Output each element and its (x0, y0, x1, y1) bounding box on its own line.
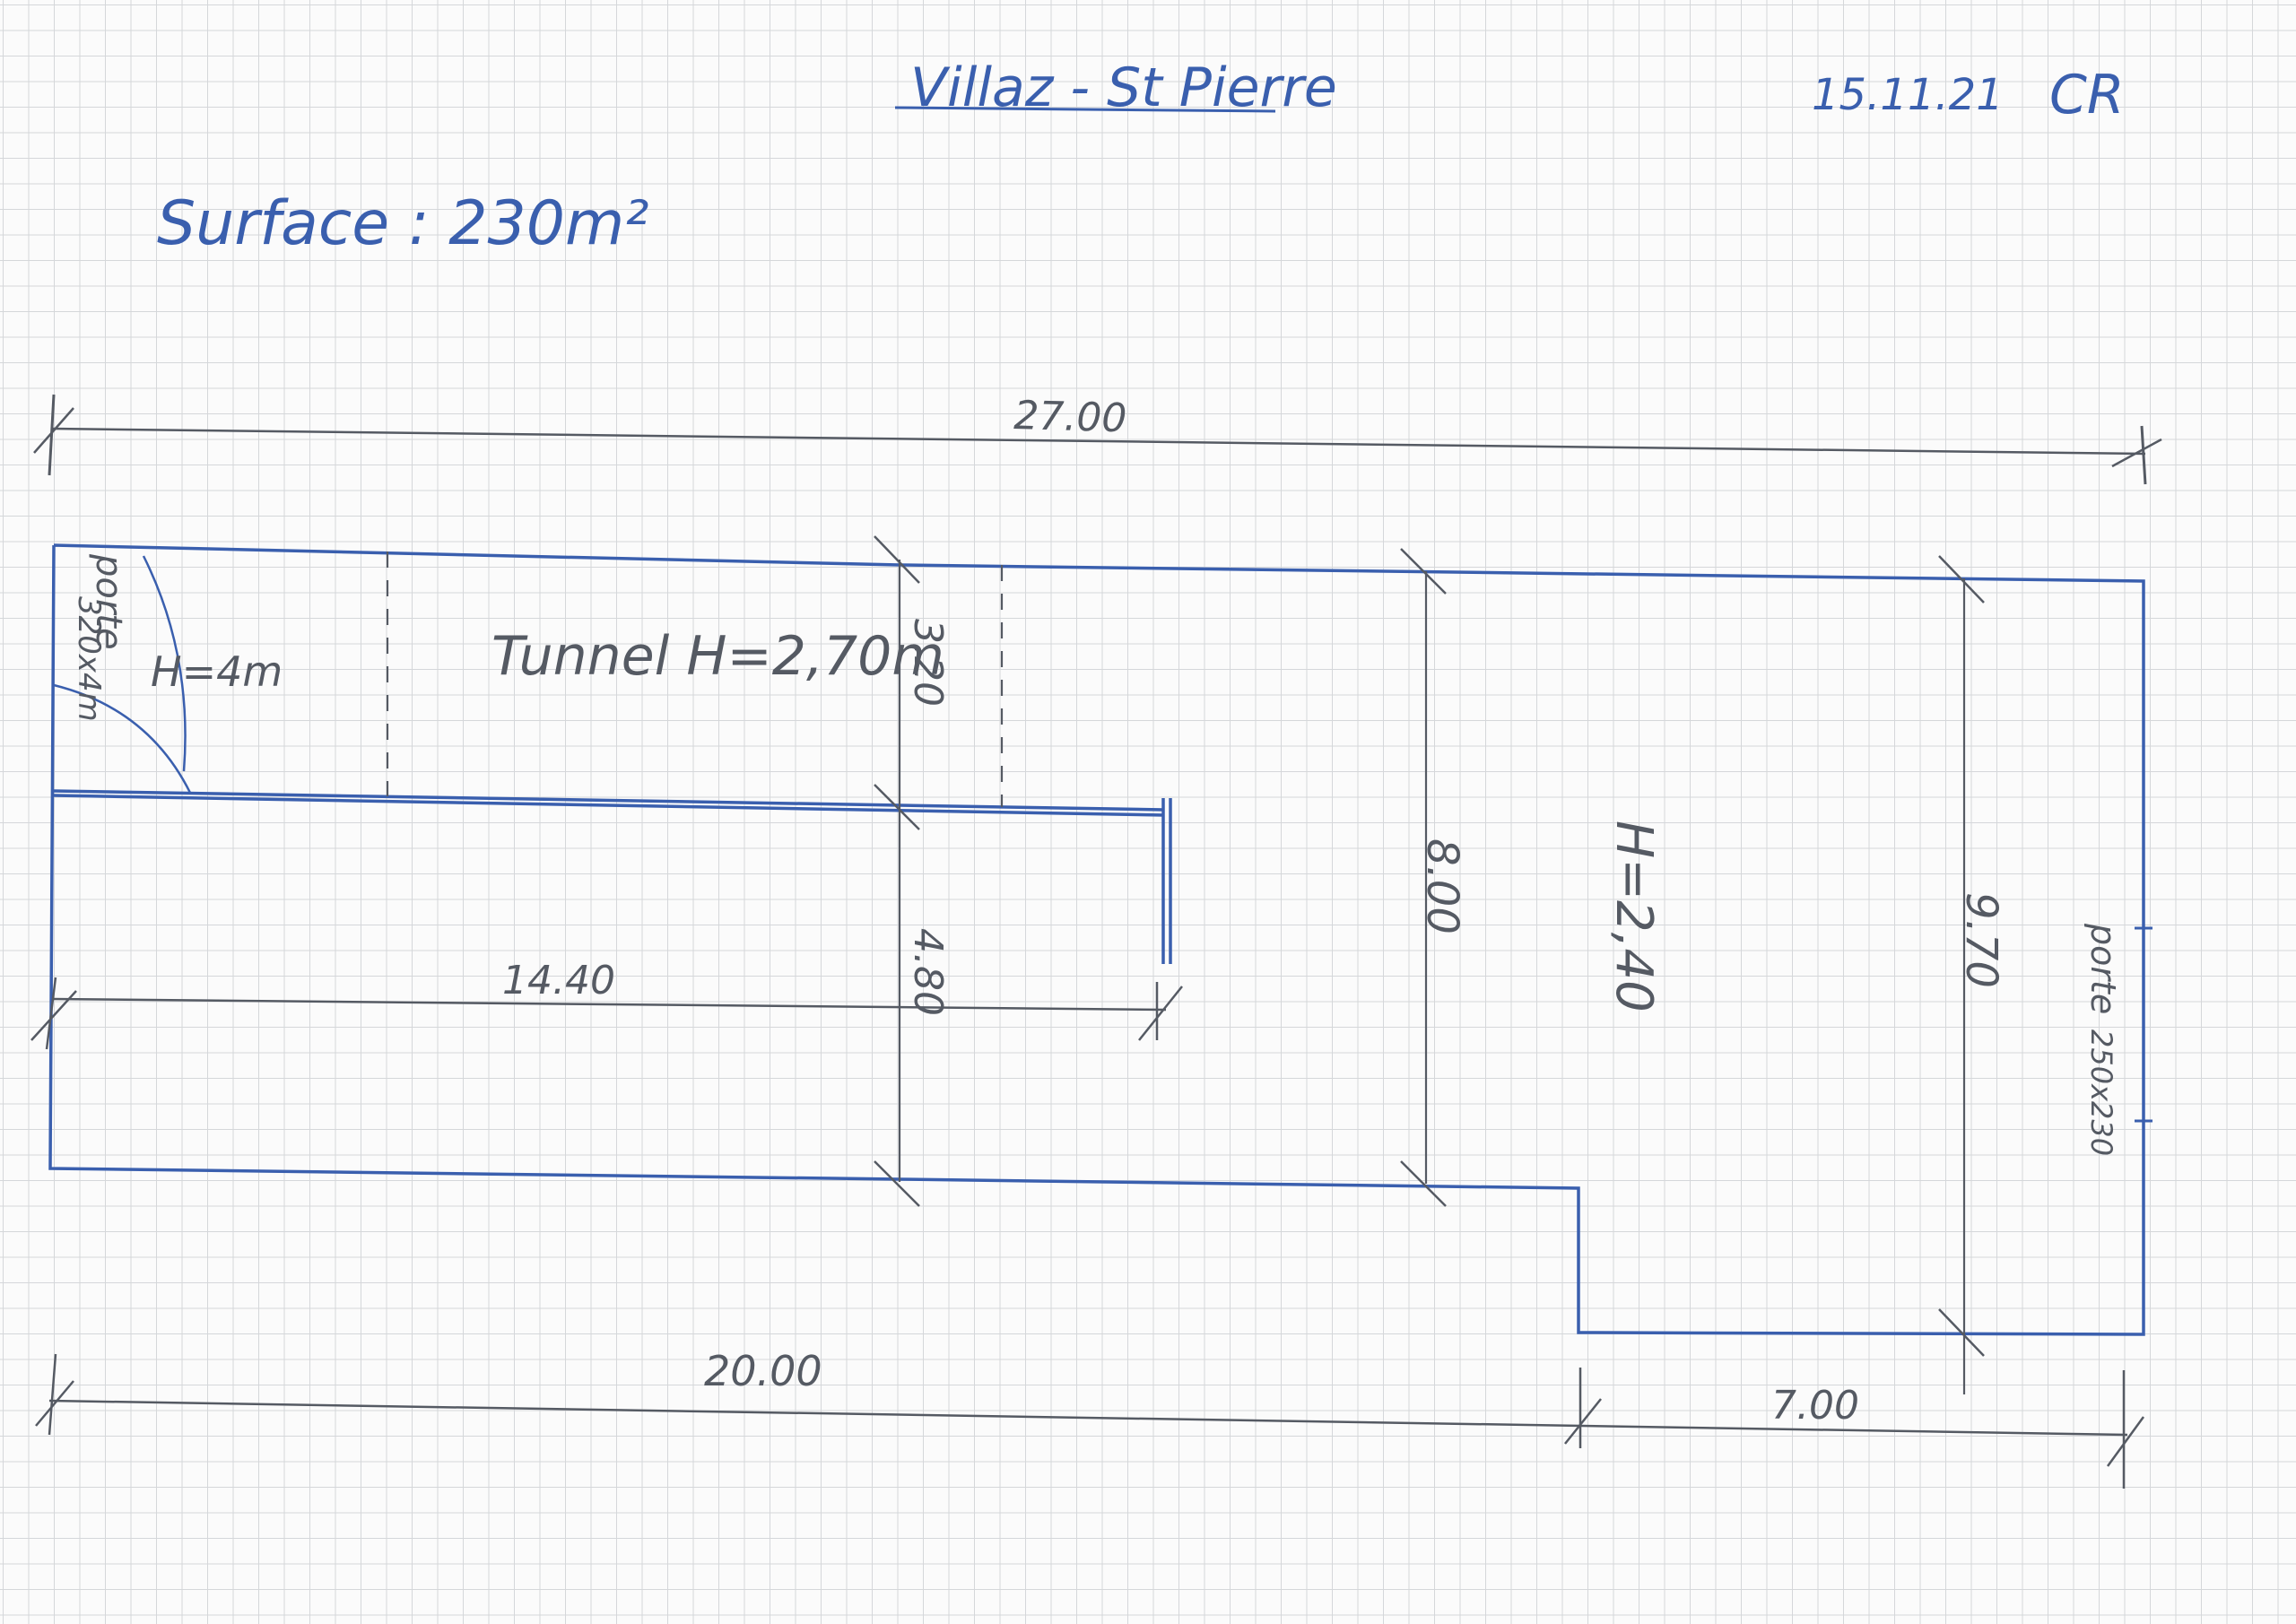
door-right-word: porte (2083, 923, 2123, 1014)
dim-label-depth-middle: 8.00 (1417, 838, 1467, 934)
partitions (386, 551, 1966, 1394)
initials-label: CR (2049, 64, 2125, 126)
door-left-size: 320x4m (71, 596, 107, 722)
dimension-ticks (874, 535, 1985, 1357)
dimension-inner-length (30, 977, 1183, 1050)
surface-label: Surface : 230m² (157, 188, 648, 259)
tunnel-label: Tunnel H=2,70m (491, 625, 944, 688)
building-outline (48, 543, 2145, 1336)
dim-label-bottom-right: 7.00 (1771, 1383, 1859, 1429)
dim-label-inner-length: 14.40 (502, 958, 615, 1003)
dimension-total-width (33, 394, 2162, 485)
door-left-symbol (53, 555, 192, 794)
dim-label-bottom-left: 20.00 (704, 1347, 822, 1395)
dim-label-total-width: 27.00 (1013, 393, 1127, 441)
dimension-bottom (35, 1353, 2145, 1489)
location-underline (894, 106, 1276, 113)
door-right-size: 250x230 (2084, 1029, 2118, 1156)
height-left-label: H=4m (151, 647, 283, 696)
dim-label-depth-right: 9.70 (1956, 892, 2006, 988)
door-right-symbol (2135, 926, 2152, 1123)
door-left-word: porte (88, 553, 129, 650)
dim-label-tunnel-depth: 3.20 (905, 619, 951, 707)
height-right-label: H=2,40 (1605, 821, 1663, 1012)
dim-label-lower-depth: 4.80 (905, 928, 951, 1016)
date-label: 15.11.21 (1812, 70, 2004, 120)
